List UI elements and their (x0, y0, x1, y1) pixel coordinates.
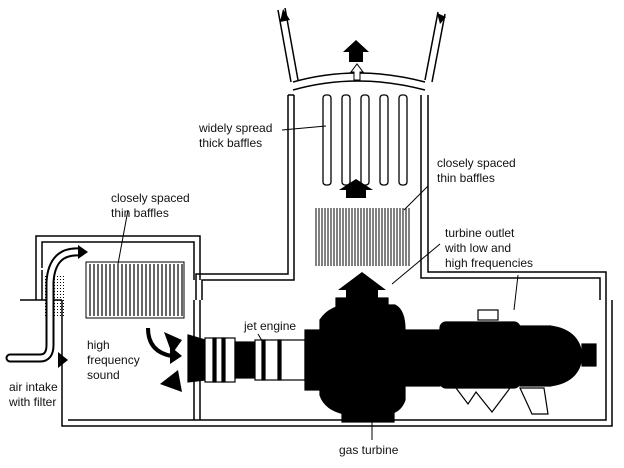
leader-lines (117, 125, 519, 440)
label-line: frequency (87, 353, 140, 367)
label-jet-engine: jet engine (244, 319, 297, 333)
label-line: closely spaced (111, 191, 190, 205)
stack-louvers (280, 9, 446, 24)
label-air-intake: air intake with filter (9, 380, 58, 410)
label-closely-spaced-thin-baffles-stack: closely spaced thin baffles (437, 156, 516, 186)
label-line: thin baffles (111, 206, 169, 220)
widely-spread-thick-baffles (322, 94, 408, 186)
air-intake-housing (20, 235, 201, 420)
closely-spaced-thin-baffles-intake (85, 261, 185, 319)
label-line: widely spread (199, 121, 273, 135)
label-line: high frequencies (445, 256, 534, 270)
label-line: with filter (9, 395, 57, 409)
label-line: thin baffles (437, 171, 495, 185)
jet-engine (187, 329, 320, 391)
label-line: air intake (9, 380, 58, 394)
label-high-frequency-sound: high frequency sound (87, 338, 140, 383)
closely-spaced-thin-baffles-stack (315, 208, 410, 266)
gas-turbine (319, 297, 597, 423)
label-closely-spaced-thin-baffles-intake: closely spaced thin baffles (111, 191, 190, 221)
label-line: with low and (445, 241, 512, 255)
label-line: turbine outlet (445, 226, 515, 240)
intake-arrow (58, 352, 68, 368)
label-widely-spread-thick-baffles: widely spread thick baffles (199, 121, 272, 151)
label-line: closely spaced (437, 156, 516, 170)
label-line: thick baffles (199, 136, 263, 150)
label-line: sound (87, 368, 120, 382)
exhaust-flow-arrows (338, 40, 386, 300)
label-line: high (87, 338, 110, 352)
label-turbine-outlet: turbine outlet with low and high frequen… (445, 226, 533, 271)
intake-arrow-head (78, 245, 88, 259)
intake-duct (5, 247, 85, 363)
label-gas-turbine: gas turbine (339, 443, 399, 457)
exhaust-stack (195, 7, 607, 300)
high-frequency-sound-arrows (146, 327, 182, 392)
